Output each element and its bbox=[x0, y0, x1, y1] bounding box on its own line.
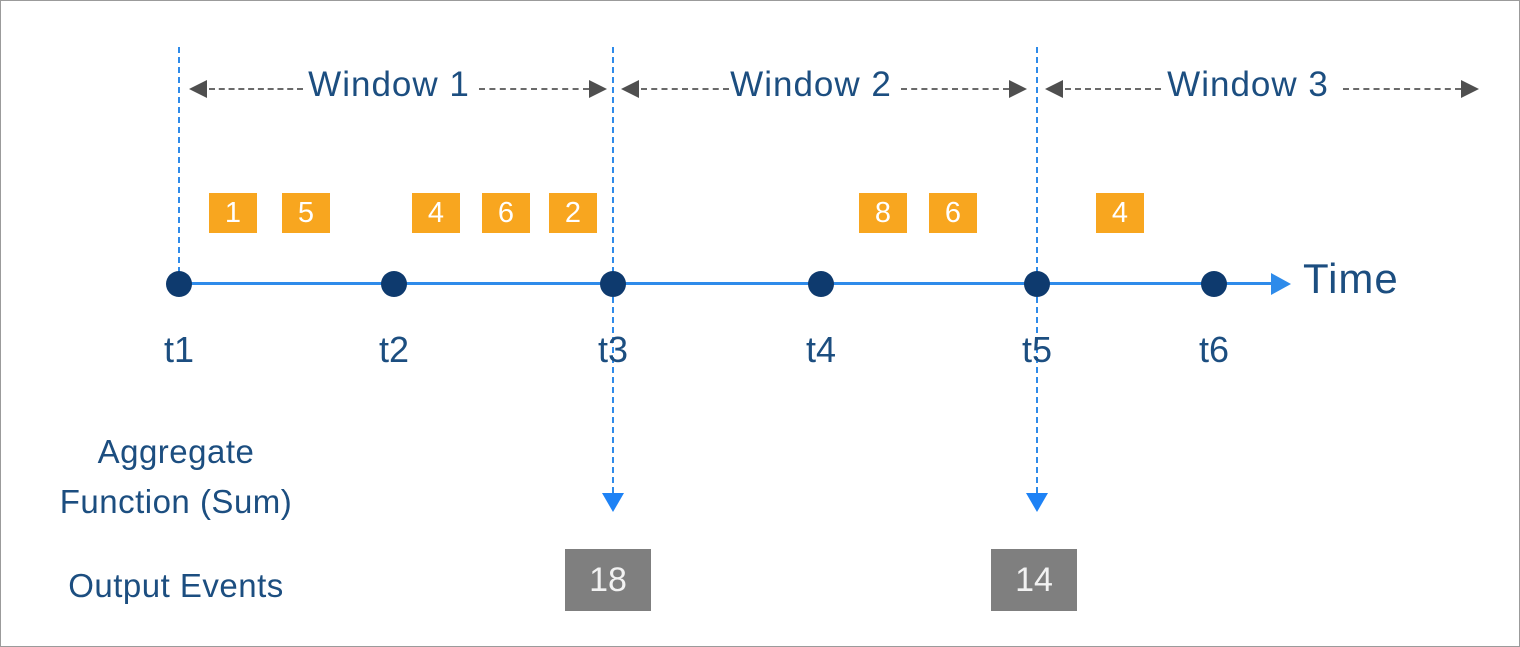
aggregate-function-label-line1: Aggregate bbox=[97, 433, 255, 470]
tick-label-t1: t1 bbox=[163, 329, 195, 370]
output-arrow-down-icon bbox=[602, 493, 624, 512]
timeline-arrow-icon bbox=[1271, 273, 1291, 295]
timeline-dot-t2 bbox=[381, 271, 407, 297]
tick-label-t5: t5 bbox=[1021, 329, 1053, 370]
event-box: 4 bbox=[412, 193, 460, 233]
aggregate-function-label: Aggregate Function (Sum) bbox=[31, 427, 321, 527]
tick-label-t6: t6 bbox=[1198, 329, 1230, 370]
timeline-dot-t6 bbox=[1201, 271, 1227, 297]
output-value-box: 18 bbox=[565, 549, 651, 611]
event-box: 6 bbox=[929, 193, 977, 233]
window1-span-dash bbox=[479, 88, 589, 90]
output-events-label: Output Events bbox=[68, 567, 284, 604]
output-value-box: 14 bbox=[991, 549, 1077, 611]
tick-label-t3: t3 bbox=[597, 329, 629, 370]
tick-label-t4: t4 bbox=[805, 329, 837, 370]
event-box: 8 bbox=[859, 193, 907, 233]
tick-label-t2: t2 bbox=[378, 329, 410, 370]
window-boundary-line-t5 bbox=[1036, 47, 1038, 493]
event-box: 6 bbox=[482, 193, 530, 233]
timeline-axis bbox=[179, 282, 1273, 285]
window3-label: Window 3 bbox=[1167, 65, 1329, 104]
window2-span-dash bbox=[901, 88, 1009, 90]
window1-label: Window 1 bbox=[308, 65, 470, 104]
timeline-dot-t4 bbox=[808, 271, 834, 297]
window2-span-dash bbox=[641, 88, 729, 90]
timeline-dot-t5 bbox=[1024, 271, 1050, 297]
window1-span-arrow-left-icon bbox=[189, 80, 207, 98]
aggregate-function-label-line2: Function (Sum) bbox=[59, 483, 293, 520]
timeline-dot-t3 bbox=[600, 271, 626, 297]
event-box: 1 bbox=[209, 193, 257, 233]
window2-span-arrow-right-icon bbox=[1009, 80, 1027, 98]
window1-span-arrow-right-icon bbox=[589, 80, 607, 98]
window3-span-arrow-right-icon bbox=[1461, 80, 1479, 98]
window-boundary-line-t3 bbox=[612, 47, 614, 493]
window3-span-dash bbox=[1343, 88, 1461, 90]
event-box: 5 bbox=[282, 193, 330, 233]
timeline-dot-t1 bbox=[166, 271, 192, 297]
event-box: 4 bbox=[1096, 193, 1144, 233]
window3-span-dash bbox=[1065, 88, 1161, 90]
window2-label: Window 2 bbox=[730, 65, 892, 104]
event-box: 2 bbox=[549, 193, 597, 233]
window2-span-arrow-left-icon bbox=[621, 80, 639, 98]
window1-span-dash bbox=[209, 88, 303, 90]
window3-span-arrow-left-icon bbox=[1045, 80, 1063, 98]
window-boundary-line-t1 bbox=[178, 47, 180, 273]
output-arrow-down-icon bbox=[1026, 493, 1048, 512]
time-axis-label: Time bbox=[1303, 255, 1399, 302]
